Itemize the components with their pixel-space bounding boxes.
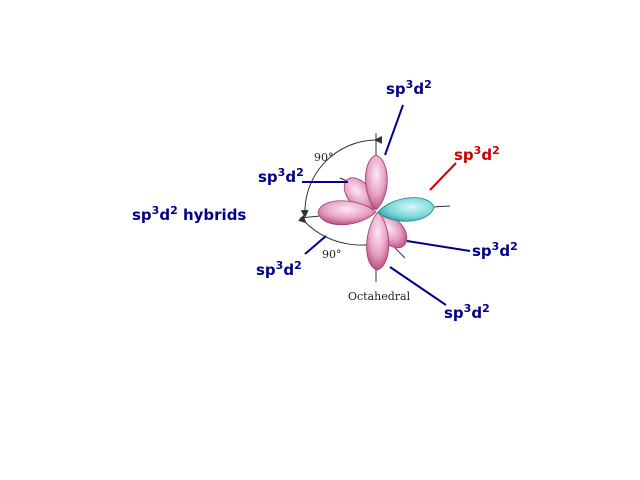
angle-arc-top <box>300 135 383 218</box>
pointer-top <box>384 104 404 156</box>
pointer-bottom-right <box>389 266 447 306</box>
label-bottom-right: sp3d2 <box>444 302 490 322</box>
lobe-bottom <box>366 211 390 271</box>
label-upper-left: sp3d2 <box>258 166 304 186</box>
pointer-lower-left <box>304 235 327 255</box>
label-top: sp3d2 <box>386 78 432 98</box>
lobe-right-highlight <box>377 197 435 222</box>
label-hybrids: sp3d2 hybrids <box>132 204 246 224</box>
pointer-right <box>406 240 471 252</box>
pointer-lines <box>302 104 471 306</box>
lobe-top <box>365 154 388 211</box>
label-highlight: sp3d2 <box>454 144 500 164</box>
angle-label-top: 90° <box>314 151 334 164</box>
pointer-highlight <box>429 162 457 191</box>
label-right: sp3d2 <box>472 240 518 260</box>
geometry-label: Octahedral <box>348 290 411 303</box>
lobe-left <box>317 200 377 226</box>
angle-label-bottom: 90° <box>322 248 342 261</box>
label-lower-left: sp3d2 <box>256 259 302 279</box>
orbital-lobes <box>317 154 435 271</box>
